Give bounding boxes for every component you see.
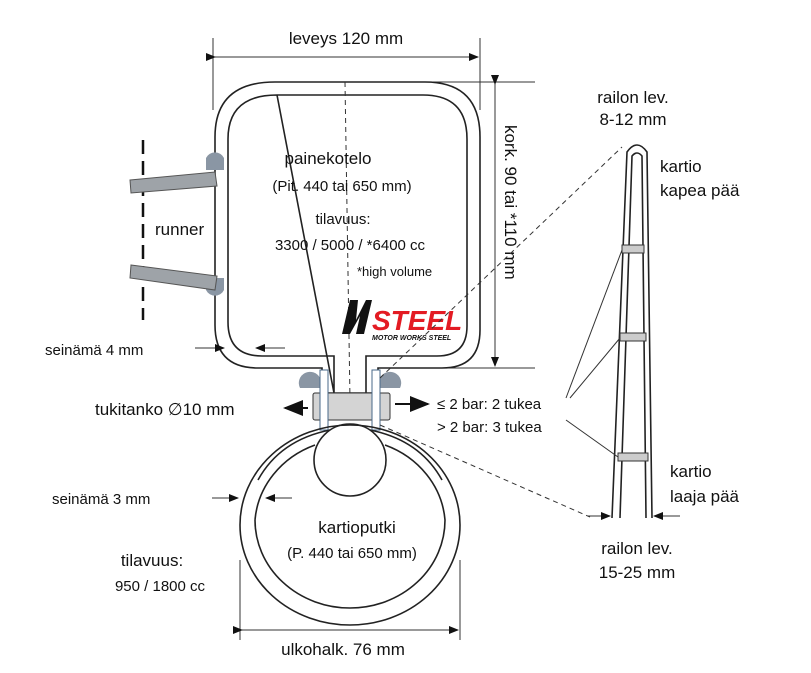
wide-end-2: laaja pää xyxy=(670,487,740,506)
outer-diameter-label: ulkohalk. 76 mm xyxy=(281,640,405,659)
wall-4-label: seinämä 4 mm xyxy=(45,342,143,359)
cone-volume-values: 950 / 1800 cc xyxy=(115,578,206,595)
cone-tube-length: (P. 440 tai 650 mm) xyxy=(287,545,417,562)
wide-end-1: kartio xyxy=(670,462,712,481)
height-dimension: kork. 90 tai *110 mm xyxy=(380,75,535,369)
volume-values: 3300 / 5000 / *6400 cc xyxy=(275,237,426,254)
supports-low-label: ≤ 2 bar: 2 tukea xyxy=(437,396,542,413)
high-volume-note: *high volume xyxy=(357,264,432,279)
narrow-end-2: kapea pää xyxy=(660,181,740,200)
svg-text:STEEL: STEEL xyxy=(372,305,462,336)
pressure-chamber-length: (Pit. 440 tai 650 mm) xyxy=(272,178,411,195)
runner-label: runner xyxy=(155,220,204,239)
volume-label: tilavuus: xyxy=(315,211,370,228)
cone-tube-label: kartioputki xyxy=(318,518,395,537)
cone-volume-label: tilavuus: xyxy=(121,551,183,570)
support-rod-label: tukitanko ∅10 mm xyxy=(95,400,235,419)
width-label: leveys 120 mm xyxy=(289,29,403,48)
pressure-chamber-label: painekotelo xyxy=(285,149,372,168)
rail-width-bottom-1: railon lev. xyxy=(601,539,673,558)
cone-tube xyxy=(239,146,623,626)
rail-width-bottom-2: 15-25 mm xyxy=(599,563,676,582)
rail-width-top-2: 8-12 mm xyxy=(599,110,666,129)
support-rod xyxy=(283,369,430,431)
height-label: kork. 90 tai *110 mm xyxy=(501,125,520,280)
cone-side-view xyxy=(565,144,680,520)
msteel-logo: STEEL MOTOR WORKS STEEL xyxy=(342,300,462,342)
wall-3-label: seinämä 3 mm xyxy=(52,491,150,508)
runner xyxy=(129,140,218,320)
width-dimension: leveys 120 mm xyxy=(206,29,481,110)
narrow-end-1: kartio xyxy=(660,157,702,176)
rail-width-top-1: railon lev. xyxy=(597,88,669,107)
supports-high-label: > 2 bar: 3 tukea xyxy=(437,419,542,436)
svg-text:MOTOR WORKS STEEL: MOTOR WORKS STEEL xyxy=(372,335,451,342)
